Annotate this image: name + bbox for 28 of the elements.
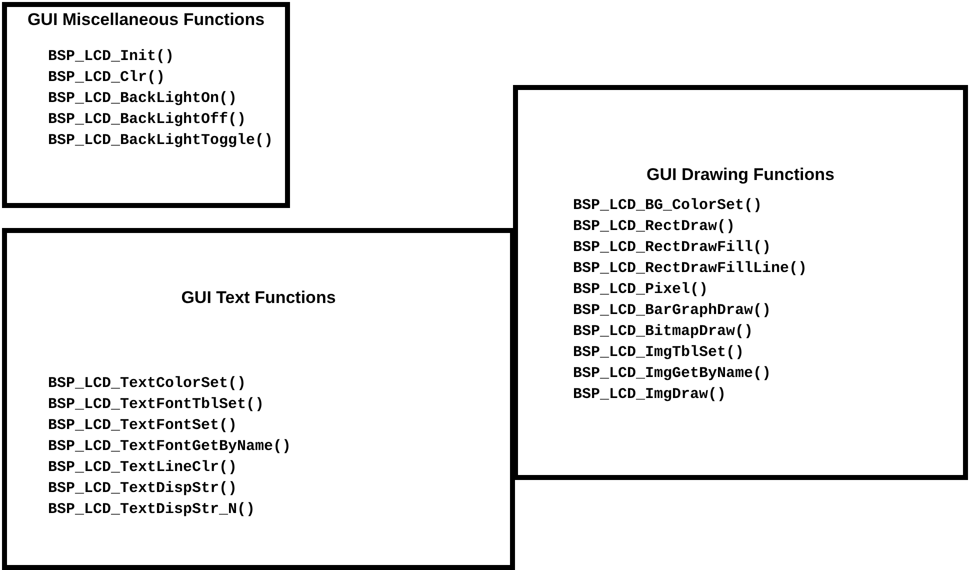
- function-name: BSP_LCD_BitmapDraw(): [573, 322, 754, 342]
- function-name: BSP_LCD_BG_ColorSet(): [573, 196, 762, 216]
- function-name: BSP_LCD_ImgGetByName(): [573, 364, 772, 384]
- group-heading: GUI Text Functions: [181, 288, 336, 307]
- function-group-box: [2, 228, 515, 570]
- function-name: BSP_LCD_Init(): [48, 47, 174, 67]
- function-name: BSP_LCD_BarGraphDraw(): [573, 301, 772, 321]
- function-name: BSP_LCD_Clr(): [48, 68, 166, 88]
- function-name: BSP_LCD_ImgDraw(): [573, 385, 726, 405]
- function-name: BSP_LCD_RectDrawFillLine(): [573, 259, 808, 279]
- function-name: BSP_LCD_TextColorSet(): [48, 374, 246, 394]
- function-name: BSP_LCD_ImgTblSet(): [573, 343, 744, 363]
- group-heading: GUI Miscellaneous Functions: [27, 10, 265, 29]
- function-name: BSP_LCD_BackLightOff(): [48, 110, 246, 130]
- function-name: BSP_LCD_BackLightToggle(): [48, 131, 274, 151]
- function-name: BSP_LCD_RectDraw(): [573, 217, 736, 237]
- function-group-box: [513, 85, 968, 480]
- function-name: BSP_LCD_TextFontSet(): [48, 416, 238, 436]
- function-group-box: [2, 2, 290, 208]
- function-name: BSP_LCD_TextFontGetByName(): [48, 437, 292, 457]
- function-name: BSP_LCD_BackLightOn(): [48, 89, 238, 109]
- function-name: BSP_LCD_TextLineClr(): [48, 458, 238, 478]
- function-name: BSP_LCD_TextDispStr(): [48, 479, 238, 499]
- function-name: BSP_LCD_RectDrawFill(): [573, 238, 772, 258]
- function-name: BSP_LCD_Pixel(): [573, 280, 708, 300]
- function-name: BSP_LCD_TextFontTblSet(): [48, 395, 264, 415]
- group-heading: GUI Drawing Functions: [646, 165, 834, 184]
- function-name: BSP_LCD_TextDispStr_N(): [48, 500, 256, 520]
